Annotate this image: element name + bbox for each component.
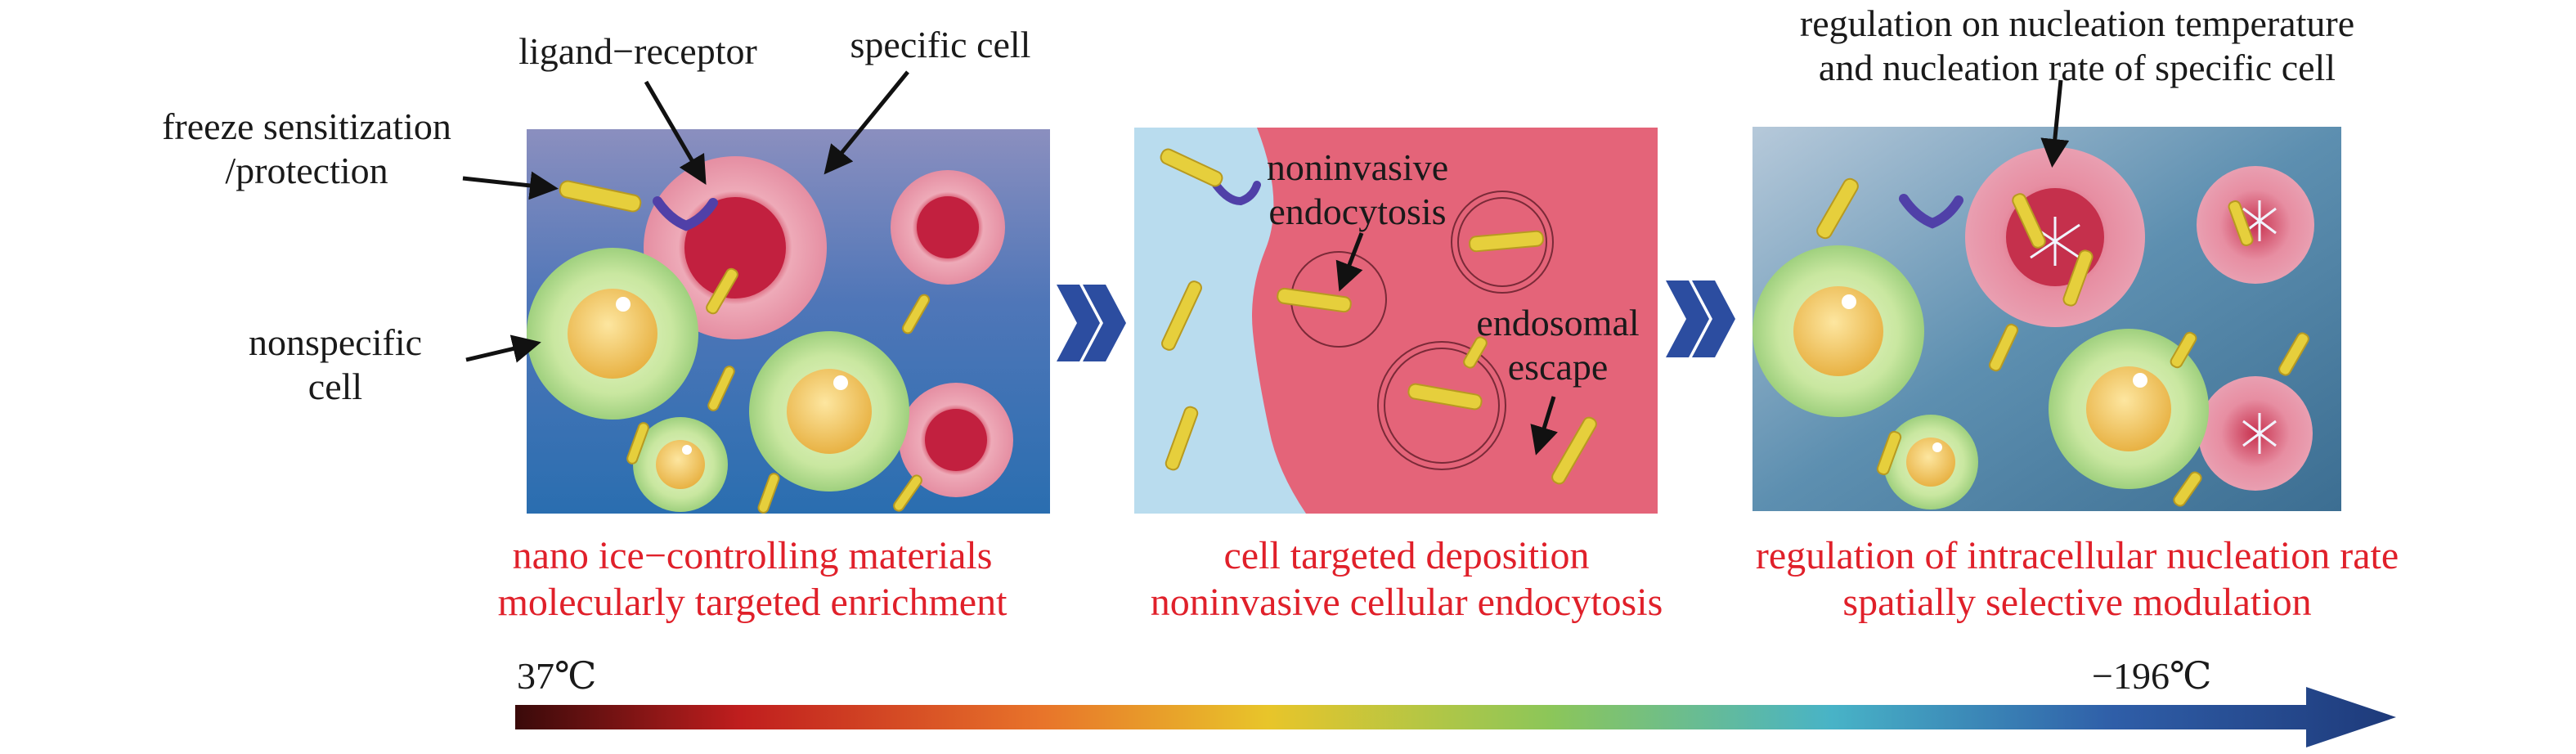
- label-ligand-receptor: ligand−receptor: [518, 30, 757, 72]
- nonspecific-cell-left: [527, 248, 698, 420]
- nanorods-2: [1160, 148, 1597, 485]
- nanorods: [559, 180, 930, 514]
- label-endosomal-line1: endosomal: [1476, 302, 1640, 343]
- chevron-arrow-icon-2: [1666, 281, 1735, 357]
- ligand-receptor-icon-3: [1899, 194, 1963, 229]
- temperature-start-label: 37℃: [517, 655, 597, 697]
- temperature-end-label: −196℃: [2092, 655, 2212, 697]
- specific-cell-bottom: [899, 383, 1013, 497]
- label-endosomal-escape: endosomal escape: [1452, 301, 1664, 390]
- nanorods-3: [1816, 177, 2309, 507]
- caption-panel-2-line1: cell targeted deposition: [1223, 534, 1590, 577]
- caption-panel-3-line2: spatially selective modulation: [1842, 580, 2312, 624]
- label-freeze-line2: /protection: [225, 150, 388, 192]
- caption-panel-2-line2: noninvasive cellular endocytosis: [1150, 580, 1663, 624]
- label-regulation-line2: and nucleation rate of specific cell: [1818, 47, 2336, 89]
- ligand-icons: [1212, 181, 1261, 206]
- caption-panel-2: cell targeted deposition noninvasive cel…: [1096, 533, 1717, 626]
- caption-panel-1-line2: molecularly targeted enrichment: [497, 580, 1008, 624]
- label-freeze-sensitization: freeze sensitization /protection: [114, 105, 499, 194]
- nonspecific-cell-center: [749, 331, 909, 491]
- specific-cell-large: [644, 156, 827, 339]
- nonspecific-arrow: [465, 334, 541, 363]
- endosome-vesicles: [1290, 191, 1554, 470]
- nonspecific-cell-bottom-3: [1883, 415, 1978, 509]
- label-nonspecific-cell: nonspecific cell: [221, 321, 450, 410]
- caption-panel-1-line1: nano ice−controlling materials: [512, 534, 993, 577]
- caption-panel-3-line1: regulation of intracellular nucleation r…: [1755, 534, 2399, 577]
- nonspecific-cell-center-3: [2049, 329, 2209, 489]
- label-noninvasive-line2: endocytosis: [1268, 191, 1447, 233]
- panel-targeted-enrichment: [527, 129, 1050, 514]
- chevron-arrow-icon: [1057, 285, 1126, 361]
- temperature-gradient-arrow: [515, 687, 2396, 747]
- label-regulation-nucleation: regulation on nucleation temperature and…: [1701, 2, 2453, 91]
- label-noninvasive-line1: noninvasive: [1266, 146, 1449, 188]
- label-specific-cell: specific cell: [850, 24, 1031, 65]
- panel-endocytosis: [1134, 128, 1658, 514]
- label-nonspecific-line2: cell: [307, 366, 363, 408]
- label-noninvasive-endocytosis: noninvasive endocytosis: [1235, 146, 1480, 235]
- frozen-specific-cell-bottom: [2198, 376, 2313, 491]
- ligand-receptor-icon: [653, 196, 718, 231]
- caption-panel-1: nano ice−controlling materials molecular…: [425, 533, 1079, 626]
- specific-cell-small: [891, 170, 1005, 285]
- nonspecific-cell-bottom: [633, 417, 728, 512]
- label-freeze-line1: freeze sensitization: [162, 105, 451, 147]
- label-regulation-line1: regulation on nucleation temperature: [1799, 2, 2355, 44]
- panel-nucleation-modulation: [1752, 127, 2341, 511]
- label-endosomal-line2: escape: [1507, 346, 1609, 388]
- cell-membrane: [1252, 128, 1658, 514]
- caption-panel-3: regulation of intracellular nucleation r…: [1697, 533, 2457, 626]
- label-nonspecific-line1: nonspecific: [248, 321, 423, 363]
- nonspecific-cell-left-3: [1752, 245, 1924, 417]
